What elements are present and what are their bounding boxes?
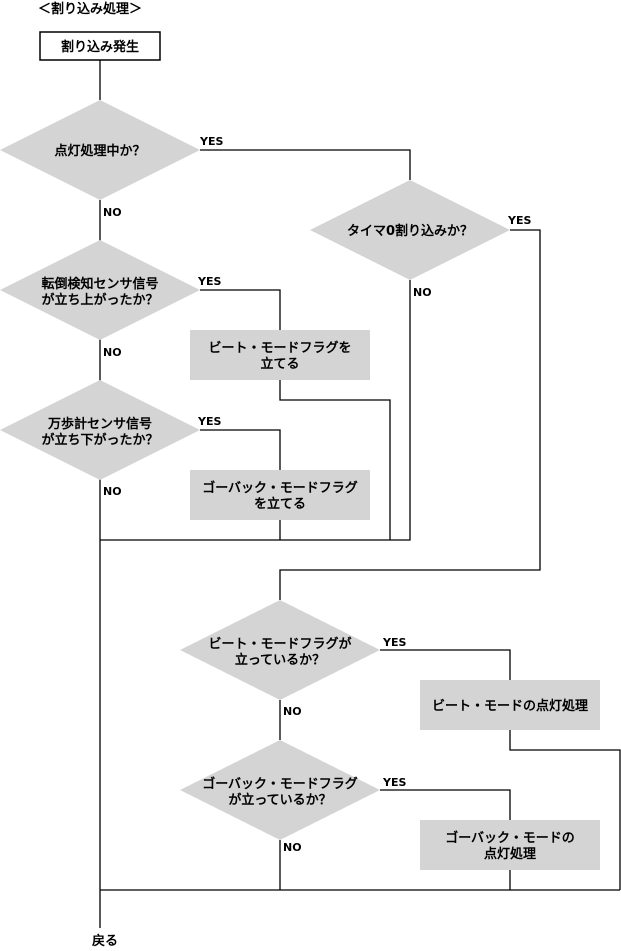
decision-lighting-label: 点灯処理中か？ xyxy=(54,143,145,159)
yes-label-beat-flag: YES xyxy=(382,636,406,649)
decision-fall: 転倒検知センサ信号 が立ち上がったか？ xyxy=(0,240,200,340)
process-set-beat: ビート・モードフラグを 立てる xyxy=(190,330,370,380)
process-goback-light-box xyxy=(420,820,600,870)
decision-beat-flag-shape xyxy=(180,600,380,700)
line-beat-light-out xyxy=(509,730,621,890)
no-label-lighting: NO xyxy=(103,206,122,219)
decision-fall-label-1: 転倒検知センサ信号 xyxy=(41,276,158,292)
line-pedometer-yes xyxy=(200,429,281,470)
decision-timer-shape xyxy=(310,180,510,280)
yes-label-pedometer: YES xyxy=(197,415,221,428)
decision-pedometer-label-1: 万歩計センサ信号 xyxy=(47,416,152,432)
decision-timer-label: タイマ0割り込みか？ xyxy=(347,223,473,239)
process-set-goback-label-2: を立てる xyxy=(254,496,306,512)
process-beat-light: ビート・モードの点灯処理 xyxy=(420,680,600,730)
process-beat-light-label: ビート・モードの点灯処理 xyxy=(432,698,588,714)
decision-lighting: 点灯処理中か？ xyxy=(0,100,200,200)
yes-label-fall: YES xyxy=(197,275,221,288)
branch-labels: YES NO YES NO YES NO YES NO YES NO YES N… xyxy=(103,135,531,854)
process-goback-light-label-1: ゴーバック・モードの xyxy=(445,830,575,846)
decision-beat-flag-label-2: 立っているか？ xyxy=(235,652,325,668)
decision-fall-label-2: が立ち上がったか？ xyxy=(41,292,158,308)
decision-goback-flag: ゴーバック・モードフラグ が立っているか？ xyxy=(180,740,380,840)
process-set-goback: ゴーバック・モードフラグ を立てる xyxy=(190,470,370,520)
decision-goback-flag-label-1: ゴーバック・モードフラグ xyxy=(202,776,358,792)
line-beat-yes xyxy=(380,649,511,680)
decision-pedometer-label-2: が立ち下がったか？ xyxy=(41,432,158,448)
line-lighting-yes-to-timer xyxy=(200,149,411,180)
decision-timer: タイマ0割り込みか？ xyxy=(310,180,510,280)
line-fall-yes xyxy=(200,289,281,330)
decision-goback-flag-shape xyxy=(180,740,380,840)
process-beat-light-box xyxy=(420,680,600,730)
decision-fall-shape xyxy=(0,240,200,340)
process-set-goback-box xyxy=(190,470,370,520)
decision-beat-flag-label-1: ビート・モードフラグが xyxy=(208,636,351,652)
process-set-goback-label-1: ゴーバック・モードフラグ xyxy=(202,480,358,496)
process-goback-light-label-2: 点灯処理 xyxy=(484,846,536,862)
process-set-beat-label-2: 立てる xyxy=(260,356,299,372)
decision-pedometer: 万歩計センサ信号 が立ち下がったか？ xyxy=(0,380,200,480)
start-label: 割り込み発生 xyxy=(61,39,139,55)
start-box xyxy=(39,31,161,61)
process-goback-light: ゴーバック・モードの 点灯処理 xyxy=(420,820,600,870)
line-goback-yes xyxy=(380,789,511,820)
yes-label-goback-flag: YES xyxy=(382,776,406,789)
no-label-pedometer: NO xyxy=(103,485,122,498)
decision-pedometer-shape xyxy=(0,380,200,480)
decision-beat-flag: ビート・モードフラグが 立っているか？ xyxy=(180,600,380,700)
process-set-beat-box xyxy=(190,330,370,380)
start-node: 割り込み発生 xyxy=(39,31,161,61)
line-timer-yes-route xyxy=(279,229,541,600)
yes-label-timer: YES xyxy=(507,214,531,227)
line-set-beat-out xyxy=(279,380,391,540)
no-label-goback-flag: NO xyxy=(283,841,302,854)
no-label-fall: NO xyxy=(103,346,122,359)
no-label-timer: NO xyxy=(413,286,432,299)
decision-goback-flag-label-2: が立っているか？ xyxy=(228,792,331,808)
line-timer-no-down xyxy=(100,280,411,541)
end-label: 戻る xyxy=(91,933,118,949)
diagram-title: ＜割り込み処理＞ xyxy=(38,1,142,17)
yes-label-lighting: YES xyxy=(199,135,223,148)
decision-lighting-shape xyxy=(0,100,200,200)
process-set-beat-label-1: ビート・モードフラグを xyxy=(208,340,351,356)
no-label-beat-flag: NO xyxy=(283,705,302,718)
